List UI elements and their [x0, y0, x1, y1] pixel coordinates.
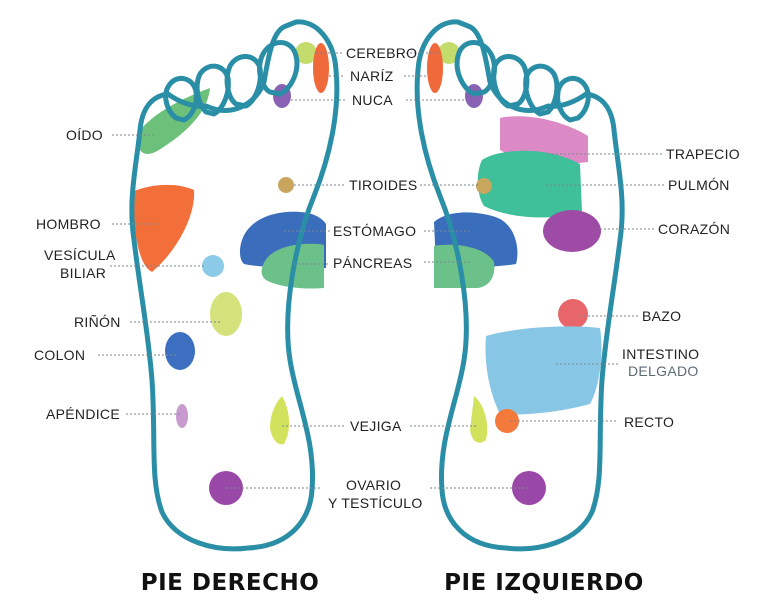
zone-tiroides-left	[476, 178, 492, 194]
label-corazon: CORAZÓN	[658, 221, 730, 237]
zone-intestino-left	[485, 326, 602, 415]
zone-hombro-right	[132, 184, 195, 272]
label-oido: OÍDO	[66, 127, 103, 143]
label-pulmon: PULMÓN	[668, 177, 730, 193]
zone-nariz-right	[313, 43, 329, 93]
label-hombro: HOMBRO	[36, 216, 101, 232]
zone-bazo-left	[558, 299, 588, 329]
label-vesicula-line1: VESÍCULA	[44, 247, 116, 263]
zone-vejiga-right	[270, 396, 290, 445]
right-toe-4	[163, 75, 199, 123]
label-vesicula-line2: BILIAR	[60, 265, 106, 281]
label-tiroides: TIROIDES	[349, 177, 418, 193]
label-colon: COLON	[34, 347, 85, 363]
zone-recto-left	[495, 409, 519, 433]
zone-tiroides-right	[278, 177, 294, 193]
label-intestino-line1: INTESTINO	[622, 346, 699, 362]
label-ovario-line2: Y TESTÍCULO	[328, 495, 423, 511]
label-ovario-line1: OVARIO	[346, 477, 401, 493]
zone-pulmon-left	[477, 150, 582, 218]
zone-colon-right	[165, 332, 195, 370]
zone-corazon-left	[543, 210, 601, 252]
left-toe-4	[555, 75, 591, 123]
zone-ovario-left	[512, 471, 546, 505]
label-nuca: NUCA	[352, 92, 393, 108]
label-intestino-line2: DELGADO	[628, 363, 699, 379]
right-toe-2	[224, 54, 263, 109]
title-right-foot: PIE DERECHO	[141, 570, 320, 596]
label-trapecio: TRAPECIO	[666, 146, 740, 162]
left-toe-2	[491, 54, 530, 109]
zone-cerebro-right	[295, 42, 317, 64]
label-nariz: NARÍZ	[350, 68, 394, 84]
left-foot	[414, 19, 625, 552]
zone-rinon-right	[210, 292, 242, 336]
label-pancreas: PÁNCREAS	[333, 255, 412, 271]
left-foot-outline	[414, 19, 625, 552]
label-vejiga: VEJIGA	[350, 418, 402, 434]
title-left-foot: PIE IZQUIERDO	[444, 570, 644, 596]
label-cerebro: CEREBRO	[346, 45, 417, 61]
leader-lines	[98, 52, 664, 489]
zone-apendice-right	[176, 404, 188, 428]
label-recto: RECTO	[624, 414, 674, 430]
zone-nariz-left	[427, 43, 443, 93]
zone-pancreas-left	[434, 244, 495, 288]
zone-vesicula-right	[202, 255, 224, 277]
label-apendice: APÉNDICE	[46, 406, 120, 422]
label-bazo: BAZO	[642, 308, 681, 324]
zone-vejiga-left	[470, 396, 488, 443]
right-foot-outline	[129, 19, 340, 552]
labels: CEREBRO NARÍZ NUCA TIROIDES ESTÓMAGO PÁN…	[34, 45, 740, 511]
right-foot	[129, 19, 340, 552]
label-estomago: ESTÓMAGO	[333, 223, 416, 239]
label-rinon: RIÑÓN	[74, 314, 121, 330]
zone-cerebro-left	[438, 42, 460, 64]
